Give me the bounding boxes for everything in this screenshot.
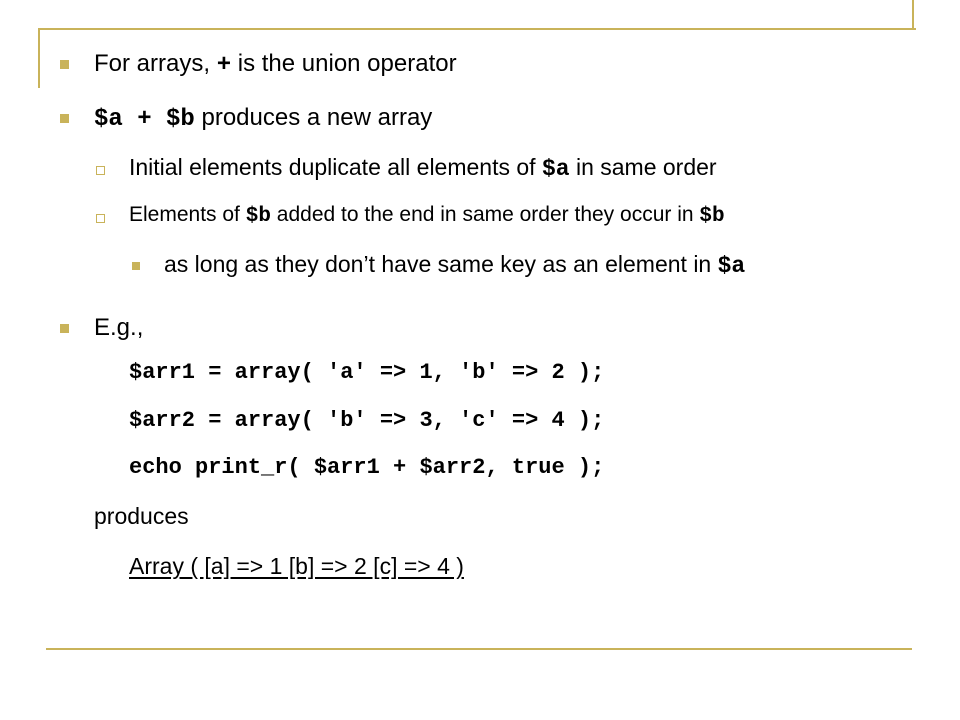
- bullet-new-array: $a + $b produces a new array: [94, 104, 432, 133]
- square-bullet-icon: [132, 262, 140, 270]
- square-bullet-icon: [60, 114, 69, 123]
- inline-code: $b: [699, 205, 725, 228]
- hollow-square-bullet-icon: [96, 214, 105, 223]
- bullet-text: For arrays,: [94, 50, 217, 77]
- sub-bullet-initial-elements: Initial elements duplicate all elements …: [129, 154, 717, 182]
- left-rule: [38, 28, 40, 88]
- bullet-text: added to the end in same order they occu…: [270, 203, 700, 226]
- square-bullet-icon: [60, 324, 69, 333]
- bullet-text: Initial elements duplicate all elements …: [129, 154, 542, 180]
- inline-code: $a: [717, 253, 746, 279]
- right-rule: [912, 0, 914, 28]
- bullet-text: in same order: [569, 154, 717, 180]
- sub-sub-bullet-same-key: as long as they don’t have same key as a…: [164, 251, 745, 279]
- bullet-text: produces a new array: [194, 104, 433, 131]
- inline-code: $a + $b: [94, 106, 195, 133]
- sub-bullet-elements-of-b: Elements of $b added to the end in same …: [129, 203, 725, 228]
- inline-code: $b: [245, 205, 271, 228]
- hollow-square-bullet-icon: [96, 166, 105, 175]
- square-bullet-icon: [60, 60, 69, 69]
- produces-label: produces: [94, 503, 189, 529]
- inline-code: $a: [541, 156, 570, 182]
- code-line: $arr2 = array( 'b' => 3, 'c' => 4 );: [129, 408, 605, 433]
- code-line: $arr1 = array( 'a' => 1, 'b' => 2 );: [129, 360, 605, 385]
- output-line: Array ( [a] => 1 [b] => 2 [c] => 4 ): [129, 553, 464, 579]
- bullet-text: is the union operator: [231, 50, 457, 77]
- bullet-text: Elements of: [129, 203, 246, 226]
- top-rule: [38, 28, 916, 30]
- bullet-example: E.g.,: [94, 314, 144, 341]
- bullet-union-operator: For arrays, + is the union operator: [94, 50, 457, 79]
- inline-code: +: [216, 52, 232, 79]
- bottom-rule: [46, 648, 912, 650]
- bullet-text: as long as they don’t have same key as a…: [164, 251, 718, 277]
- code-line: echo print_r( $arr1 + $arr2, true );: [129, 455, 605, 480]
